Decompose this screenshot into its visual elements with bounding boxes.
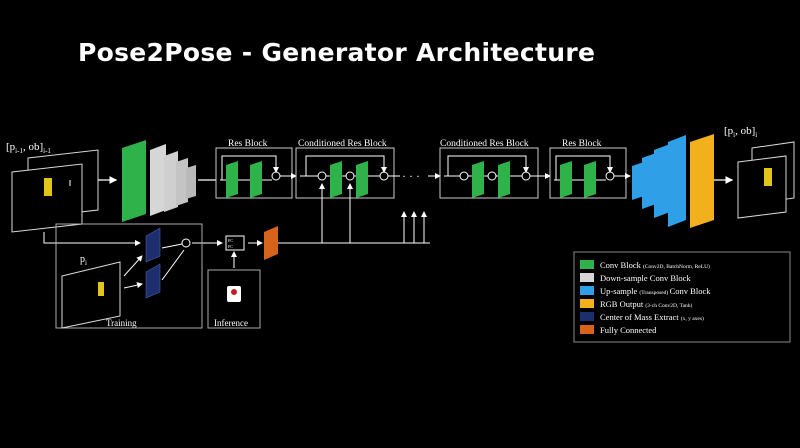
downsample-block [150,144,166,216]
page-title: Pose2Pose - Generator Architecture [78,38,596,67]
legend-label: Up-sample (Transposed) Conv Block [600,286,711,296]
add-node [317,171,327,181]
add-node [271,171,281,181]
add-node [345,171,355,181]
pose-image [61,261,121,329]
input-image-stack [11,149,99,233]
output-image-stack [737,141,795,219]
pose-figure-icon [98,282,104,296]
svg-text:FC: FC [228,244,233,249]
legend-swatch [580,312,594,321]
res-block-label: Res Block [562,139,602,149]
legend-swatch [580,299,594,308]
pose-figure-icon [764,168,772,186]
upsample-block [654,144,670,218]
fully-connected-block [264,226,278,260]
upsample-block [668,135,686,227]
legend-label: Fully Connected [600,325,657,335]
res-block-2: Res Block [549,139,631,199]
pose-label: pi [80,254,87,267]
cond-res-block-label: Conditioned Res Block [298,139,387,149]
center-of-mass-block [145,263,161,299]
encoder-blocks [122,140,196,222]
cond-res-block-label: Conditioned Res Block [440,139,529,149]
legend: Conv Block (Conv2D, BatchNorm, ReLU) Dow… [573,251,791,343]
add-node [521,171,531,181]
rgb-output-block [690,134,714,228]
legend-swatch [580,325,594,334]
ellipsis: · · · [402,169,420,183]
inference-label: Inference [214,318,248,328]
upsample-block [642,153,656,209]
downsample-block [164,151,178,212]
legend-swatch [580,260,594,269]
input-label: [pi-1, ob]i-1 [6,141,51,155]
center-of-mass-block [145,227,161,263]
training-box: pi Training [55,223,203,329]
add-node [487,171,497,181]
add-node [605,171,615,181]
decoder-blocks [632,134,714,228]
svg-text:FC: FC [228,238,233,243]
downsample-block [186,165,196,199]
conditioning-lines [43,183,430,246]
legend-swatch [580,286,594,295]
upsample-block [632,162,644,200]
downsample-block [176,158,188,206]
conv-block [122,140,146,222]
inference-box: Inference [207,251,261,329]
training-label: Training [106,318,137,328]
concat-node [181,238,191,248]
add-node [459,171,469,181]
cond-res-block-1: Conditioned Res Block [295,139,400,199]
cond-res-block-2: Conditioned Res Block [439,139,551,199]
legend-label: Center of Mass Extract (x, y axes) [600,312,704,322]
switch-node: FC FC [225,235,245,251]
res-block-label: Res Block [228,139,268,149]
pose-figure-icon [44,178,52,196]
legend-label: RGB Output (3-ch Conv2D, Tanh) [600,299,693,309]
output-label: [pi, ob]i [724,125,757,139]
legend-label: Conv Block (Conv2D, BatchNorm, ReLU) [600,260,710,270]
add-node [379,171,389,181]
legend-swatch [580,273,594,282]
legend-label: Down-sample Conv Block [600,273,691,283]
res-block-1: Res Block [215,139,297,199]
